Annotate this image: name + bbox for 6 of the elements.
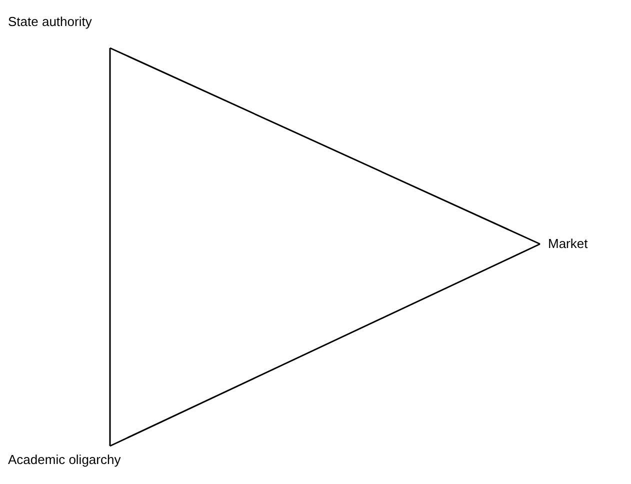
triangle-side — [109, 48, 111, 446]
vertex-label: Academic oligarchy — [8, 452, 121, 468]
triangle-side — [110, 47, 540, 245]
vertex-label: State authority — [8, 14, 92, 30]
triangle-side — [110, 243, 540, 447]
vertex-label: Market — [548, 236, 588, 252]
